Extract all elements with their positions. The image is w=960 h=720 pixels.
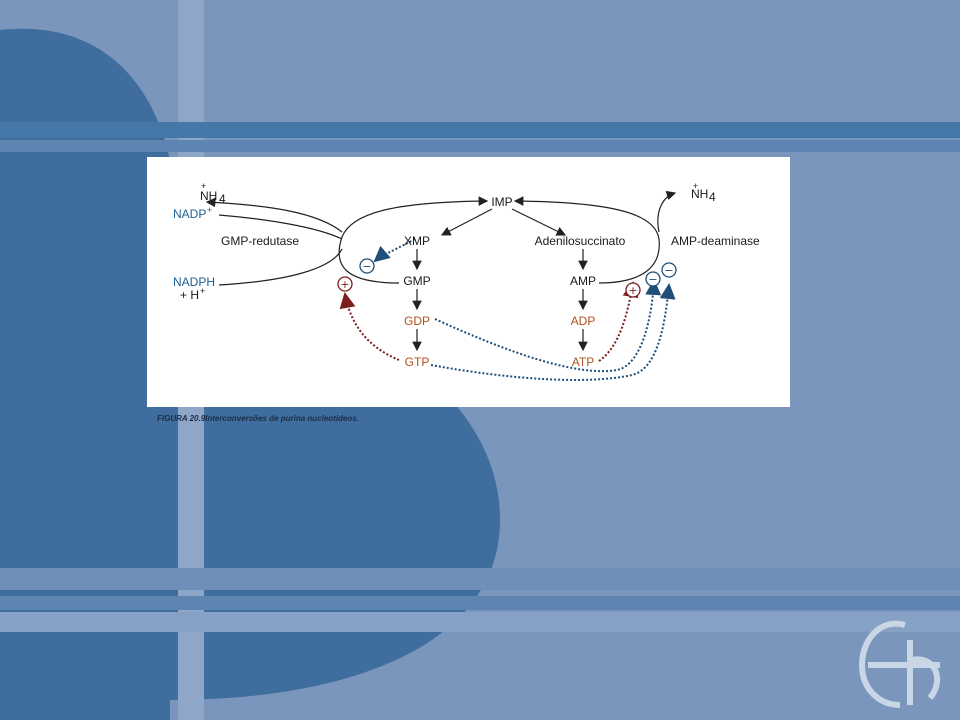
svg-text:−: − — [664, 264, 673, 277]
node-adenylosuccinate: Adenilosuccinato — [535, 234, 626, 248]
figure-caption: FIGURA 20.9Interconversões de purina nuc… — [157, 414, 359, 423]
inhibition-xmp-by-gmp — [373, 238, 416, 263]
logo-mark — [858, 620, 941, 708]
activation-by-gtp — [339, 292, 400, 361]
minus-sign-right-2: − — [661, 262, 677, 278]
plus-sign-right: + — [625, 282, 641, 298]
enzyme-gmp-reductase: GMP-redutase — [221, 234, 299, 248]
svg-text:NADPH: NADPH — [173, 275, 215, 289]
svg-text:−: − — [362, 260, 371, 273]
svg-text:−: − — [648, 273, 657, 286]
h-plus-label: + H + — [180, 286, 205, 302]
svg-text:NH: NH — [691, 187, 708, 201]
arrow-to-nh4-right — [657, 190, 677, 233]
left-lobe-shape — [0, 28, 170, 720]
node-amp: AMP — [570, 274, 596, 288]
stripe-2 — [0, 140, 960, 152]
arrow-gmp-reductase-loop — [338, 196, 489, 284]
inhibition-by-gtp — [430, 283, 676, 381]
svg-text:4: 4 — [709, 190, 716, 204]
arrow-imp-to-xmp — [440, 208, 493, 236]
enzyme-amp-deaminase: AMP-deaminase — [671, 234, 760, 248]
inhibition-by-gdp — [434, 279, 662, 373]
node-gmp: GMP — [403, 274, 430, 288]
svg-text:+: + — [628, 284, 637, 297]
stripe-4 — [0, 596, 960, 610]
purine-interconversion-diagram: − + + − − IMP XMP GMP GDP GTP Adenilosuc… — [173, 181, 760, 381]
svg-text:+: + — [201, 181, 206, 191]
arrow-to-nadp — [218, 214, 343, 240]
svg-text:+: + — [693, 181, 698, 191]
stripe-3 — [0, 568, 960, 590]
svg-text:+: + — [207, 205, 212, 215]
svg-text:+: + — [340, 278, 349, 291]
figure-panel: − + + − − IMP XMP GMP GDP GTP Adenilosuc… — [147, 157, 790, 407]
node-xmp: XMP — [404, 234, 430, 248]
svg-text:NADP: NADP — [173, 207, 206, 221]
svg-text:+ H: + H — [180, 288, 199, 302]
node-adp: ADP — [571, 314, 596, 328]
svg-text:4: 4 — [219, 192, 226, 206]
nadph-label: NADPH — [173, 275, 215, 289]
stripe-1 — [0, 122, 960, 138]
node-gdp: GDP — [404, 314, 430, 328]
node-atp: ATP — [572, 355, 594, 369]
nh4-left-label: + NH 4 — [200, 181, 226, 206]
minus-sign-right-1: − — [645, 271, 661, 287]
node-gtp: GTP — [405, 355, 430, 369]
minus-sign-xmp: − — [359, 258, 375, 274]
node-imp: IMP — [491, 195, 512, 209]
plus-sign-left: + — [337, 276, 353, 292]
arrow-from-nadph — [218, 248, 343, 286]
arrow-amp-deaminase-loop — [513, 196, 660, 284]
stripe-5 — [0, 612, 960, 632]
svg-text:NH: NH — [200, 189, 217, 203]
svg-text:+: + — [200, 286, 205, 296]
nadp-label: NADP + — [173, 205, 212, 221]
arrow-to-nh4-left — [205, 197, 343, 233]
nh4-right-label: + NH 4 — [691, 181, 716, 204]
arrow-imp-to-adenylosuccinate — [511, 208, 567, 236]
